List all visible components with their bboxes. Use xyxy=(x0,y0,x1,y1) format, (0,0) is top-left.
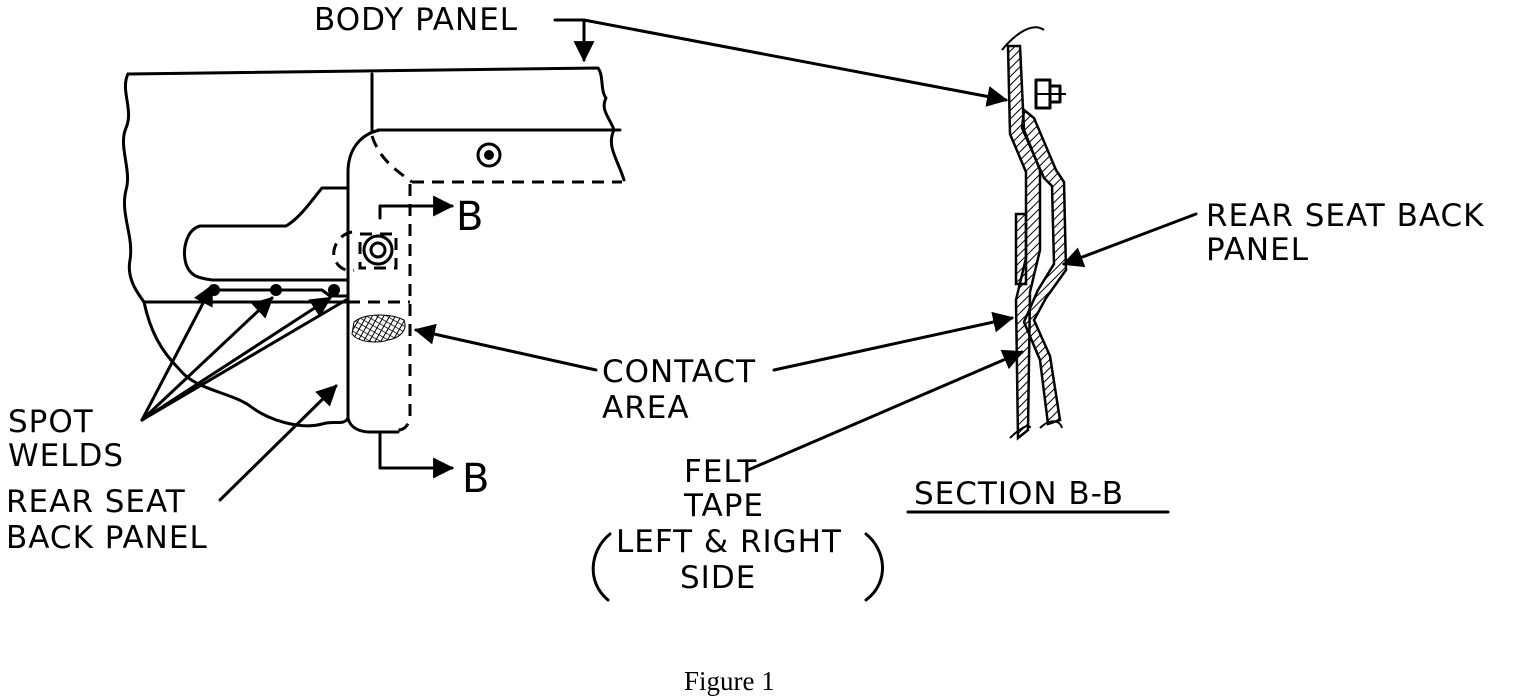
label-felt-tape-line4: SIDE xyxy=(680,560,756,596)
left-view-assembly: B B xyxy=(121,66,626,502)
section-bottom-break-right xyxy=(1039,420,1063,429)
label-body-panel: BODY PANEL xyxy=(314,2,518,38)
label-spot-welds-line1: SPOT xyxy=(8,404,94,440)
leader-spot-weld-2 xyxy=(140,296,274,422)
section-bottom-break-left xyxy=(1009,424,1031,439)
nut-inner-icon xyxy=(369,241,387,259)
felt-tape-strip xyxy=(1014,212,1028,286)
bracket-outline xyxy=(346,128,382,420)
leader-spot-weld-4 xyxy=(140,298,348,422)
leader-body-panel-left xyxy=(553,18,595,63)
leader-contact-area-left xyxy=(413,323,598,372)
body-panel-left-break xyxy=(121,72,146,304)
label-contact-area-line2: AREA xyxy=(602,390,690,426)
section-marker-bottom: B xyxy=(462,456,489,502)
body-panel-outline xyxy=(126,66,626,182)
label-rear-seat-right-line1: REAR SEAT BACK xyxy=(1206,198,1484,234)
section-cut-top-arrow xyxy=(378,195,455,220)
leader-spot-weld-3 xyxy=(140,296,332,422)
section-cut-bottom-arrow xyxy=(378,430,455,479)
label-rear-seat-left-line1: REAR SEAT xyxy=(6,484,186,520)
label-rear-seat-left-line2: BACK PANEL xyxy=(6,520,208,556)
leader-contact-area-right xyxy=(772,311,1015,372)
hidden-corner-line xyxy=(370,135,413,184)
nut-outer-icon xyxy=(362,234,394,266)
spot-weld-icon xyxy=(270,284,282,296)
leader-felt-tape xyxy=(746,349,1024,472)
labels: BODY PANEL SPOT WELDS REAR SEAT BACK PAN… xyxy=(6,2,1484,696)
section-title: SECTION B-B xyxy=(914,476,1124,512)
spot-weld-icon xyxy=(328,284,340,296)
weld-flange xyxy=(210,288,348,298)
panel-bottom-break xyxy=(142,300,350,428)
nut-hidden-square xyxy=(358,232,398,270)
leader-spot-weld-1 xyxy=(140,284,214,422)
bracket-bottom xyxy=(346,416,400,434)
section-b-b-view xyxy=(1001,26,1068,441)
label-spot-welds-line2: WELDS xyxy=(8,438,124,474)
section-marker-top: B xyxy=(456,194,483,240)
leader-rear-seat-left xyxy=(218,384,338,502)
bracket-hidden-edge xyxy=(397,184,412,432)
leader-lines xyxy=(140,18,1198,502)
label-rear-seat-right-line2: PANEL xyxy=(1206,232,1309,268)
slot-tab xyxy=(183,186,348,282)
label-felt-tape-line3: LEFT & RIGHT xyxy=(616,524,842,560)
bolt-center-icon xyxy=(484,150,494,160)
label-felt-tape-line2: TAPE xyxy=(683,488,764,524)
label-contact-area-line1: CONTACT xyxy=(602,354,756,390)
contact-area-mesh-icon xyxy=(351,314,406,343)
slot-hidden xyxy=(332,230,355,272)
leader-body-panel-right xyxy=(582,18,1009,107)
felt-tape-open-paren xyxy=(591,532,612,602)
felt-tape-close-paren xyxy=(864,532,884,602)
section-top-break xyxy=(1001,26,1045,51)
figure-caption: Figure 1 xyxy=(684,666,775,696)
leader-rear-seat-right xyxy=(1062,212,1198,268)
label-felt-tape-line1: FELT xyxy=(684,454,757,490)
bolt-head-icon xyxy=(476,142,502,168)
